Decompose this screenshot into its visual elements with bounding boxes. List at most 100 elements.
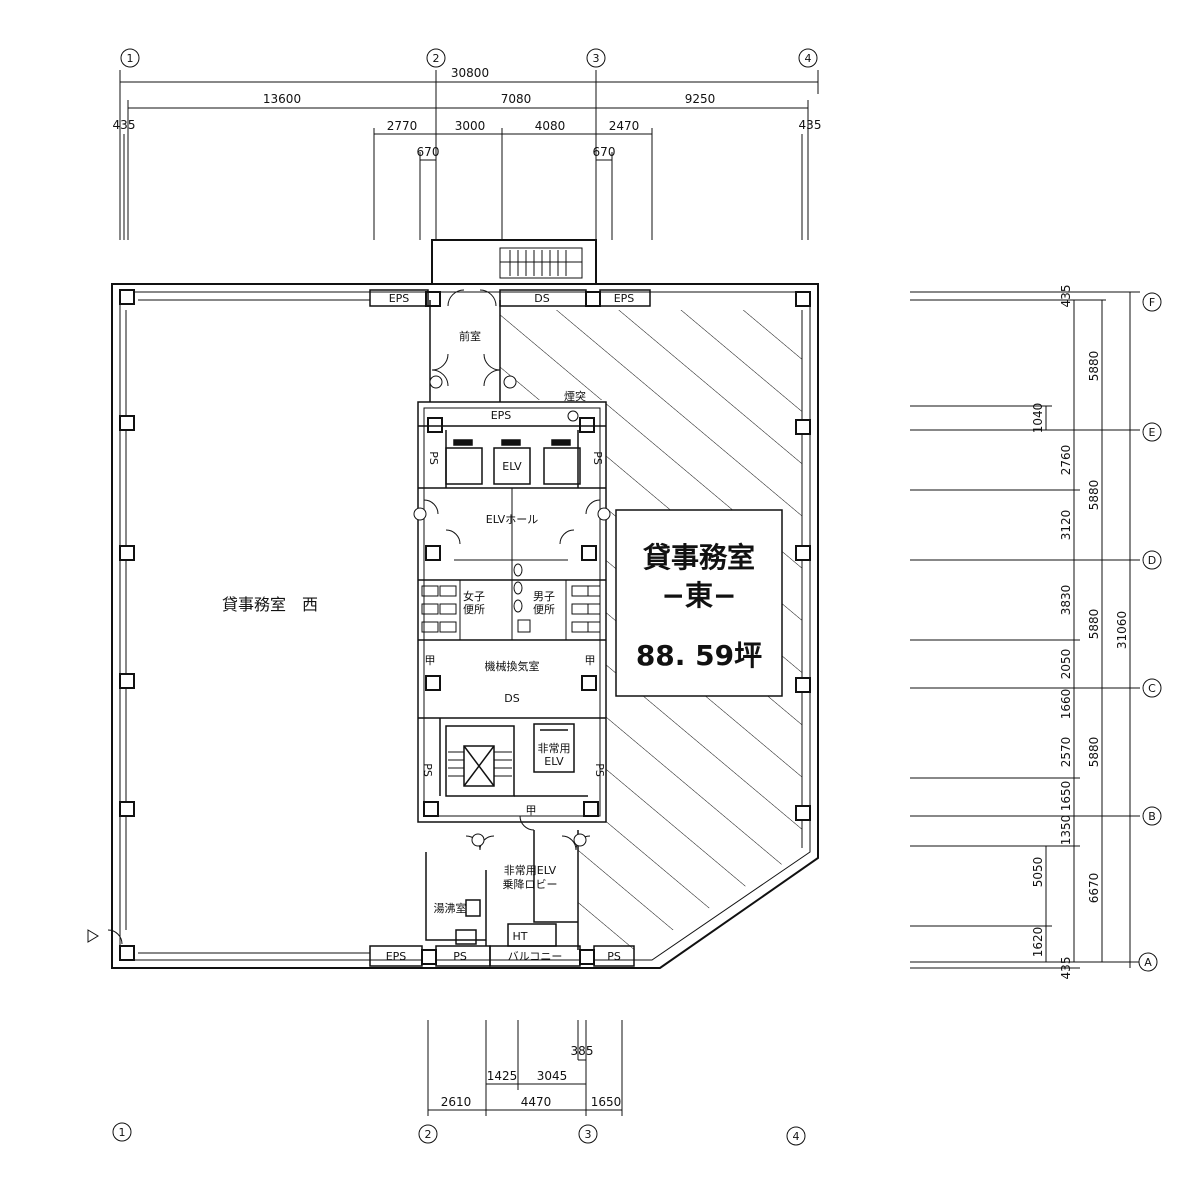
dim-core-b: 3000 (455, 119, 486, 133)
east-office-title: 貸事務室 (643, 541, 755, 574)
grid-bubbles-top (120, 48, 818, 68)
mens-label-1: 男子 (533, 590, 555, 603)
east-office-label-box (615, 509, 783, 697)
smoke-label: 煙突 (564, 389, 586, 403)
dim-core-c: 4080 (535, 119, 566, 133)
womens-label-1: 女子 (463, 589, 485, 603)
ps-label-core-left-bottom: PS (421, 763, 434, 777)
ps-label-bottom-right: PS (607, 950, 621, 963)
grid-label-e: E (1149, 426, 1156, 439)
mens-label-2: 便所 (533, 603, 555, 616)
grid-label-2-top: 2 (433, 52, 440, 65)
eps-label-top-left: EPS (389, 292, 410, 305)
dim-385: 385 (571, 1044, 594, 1058)
ds-label-core: DS (504, 692, 519, 705)
toilet-fixtures (421, 563, 601, 633)
grid-label-d: D (1148, 554, 1156, 567)
eps-label-bottom: EPS (386, 950, 407, 963)
dim-1040: 1040 (1031, 403, 1045, 434)
grid-label-c: C (1148, 682, 1156, 695)
dim-1650: 1650 (1059, 781, 1073, 812)
grid-label-4-bottom: 4 (793, 1130, 800, 1143)
grid-label-2-bottom: 2 (425, 1128, 432, 1141)
dim-2050: 2050 (1059, 649, 1073, 680)
dim-edge-bottom: 435 (1059, 957, 1073, 980)
grid-label-4-top: 4 (805, 52, 812, 65)
grid-bubbles-right (1138, 292, 1162, 972)
right-dimension-text: 435 5880 1040 2760 5880 3120 3830 5880 3… (1031, 285, 1129, 980)
dim-edge-right: 435 (799, 118, 822, 132)
dim-edge-top: 435 (1059, 285, 1073, 308)
machine-room-label: 機械換気室 (485, 659, 540, 673)
ps-label-bottom-left: PS (453, 950, 467, 963)
emergency-lobby-label-1: 非常用ELV (504, 864, 557, 877)
stair-core (448, 751, 512, 777)
ps-label-core-left-top: PS (427, 451, 440, 465)
grid-bubble-4-top (798, 48, 818, 68)
dim-core-a: 2770 (387, 119, 418, 133)
dim-e-d: 5880 (1087, 480, 1101, 511)
dim-col-right: 670 (593, 145, 616, 159)
dim-2570: 2570 (1059, 737, 1073, 768)
womens-label-2: 便所 (463, 603, 485, 616)
top-dimensions (119, 70, 819, 240)
dim-col-left: 670 (417, 145, 440, 159)
entrance-marker (87, 929, 99, 943)
emergency-lobby-label-2: 乗降ロビー (503, 877, 558, 891)
eps-label-core: EPS (491, 409, 512, 422)
dim-f-e: 5880 (1087, 351, 1101, 382)
front-room-label: 前室 (459, 329, 481, 343)
eps-label-top-right: EPS (614, 292, 635, 305)
dim-core-d: 2470 (609, 119, 640, 133)
dim-2760: 2760 (1059, 445, 1073, 476)
grid-label-3-top: 3 (593, 52, 600, 65)
right-dimensions (910, 291, 1140, 969)
grid-bubbles-bottom (112, 1122, 806, 1146)
kou-label-right: 甲 (585, 654, 596, 667)
dim-edge-left: 435 (113, 118, 136, 132)
grid-label-1-bottom: 1 (119, 1126, 126, 1139)
dim-1425: 1425 (487, 1069, 518, 1083)
stair-tower (431, 239, 597, 284)
dim-5050: 5050 (1031, 857, 1045, 888)
east-office-subtitle: −東− (662, 579, 737, 612)
west-office-label: 貸事務室 西 (222, 595, 318, 614)
grid-label-b: B (1148, 810, 1156, 823)
bottom-dimension-text: 385 1425 3045 2610 4470 1650 (441, 1044, 622, 1109)
dim-c-b: 5880 (1087, 737, 1101, 768)
dim-total-width: 30800 (451, 66, 489, 80)
ds-label-top: DS (534, 292, 549, 305)
grid-bubble-2-top (426, 48, 446, 68)
emergency-elv-label-1: 非常用 (538, 742, 571, 755)
dim-d-c: 5880 (1087, 609, 1101, 640)
building-outline (111, 283, 819, 969)
dim-1660: 1660 (1059, 689, 1073, 720)
emergency-elv-label-2: ELV (544, 755, 564, 768)
grid-label-1-top: 1 (127, 52, 134, 65)
dim-span-2-3: 7080 (501, 92, 532, 106)
ps-label-core-right-top: PS (591, 451, 604, 465)
dim-1350: 1350 (1059, 815, 1073, 846)
grid-label-f: F (1149, 296, 1155, 309)
balcony-label: バルコニー (508, 950, 563, 963)
grid-bubble-1-top (120, 48, 140, 68)
elv-label: ELV (502, 460, 522, 473)
grid-bubble-3-top (586, 48, 606, 68)
dim-3830: 3830 (1059, 585, 1073, 616)
dim-4470: 4470 (521, 1095, 552, 1109)
grid-label-a: A (1144, 956, 1152, 969)
dim-span-3-4: 9250 (685, 92, 716, 106)
dim-b-a: 6670 (1087, 873, 1101, 904)
elv-hall-label: ELVホール (486, 513, 538, 526)
kou-label-stair: 甲 (526, 804, 537, 817)
dim-1650-bottom: 1650 (591, 1095, 622, 1109)
dim-total-height: 31060 (1115, 611, 1129, 649)
dim-3120: 3120 (1059, 510, 1073, 541)
top-dimension-text: 30800 13600 7080 9250 435 435 2770 3000 … (113, 66, 822, 159)
pantry-label: 湯沸室 (434, 901, 467, 915)
bottom-dimensions (427, 1020, 623, 1116)
kou-label-left: 甲 (425, 654, 436, 667)
east-office-area: 88. 59坪 (636, 639, 762, 672)
dim-span-1-2: 13600 (263, 92, 301, 106)
